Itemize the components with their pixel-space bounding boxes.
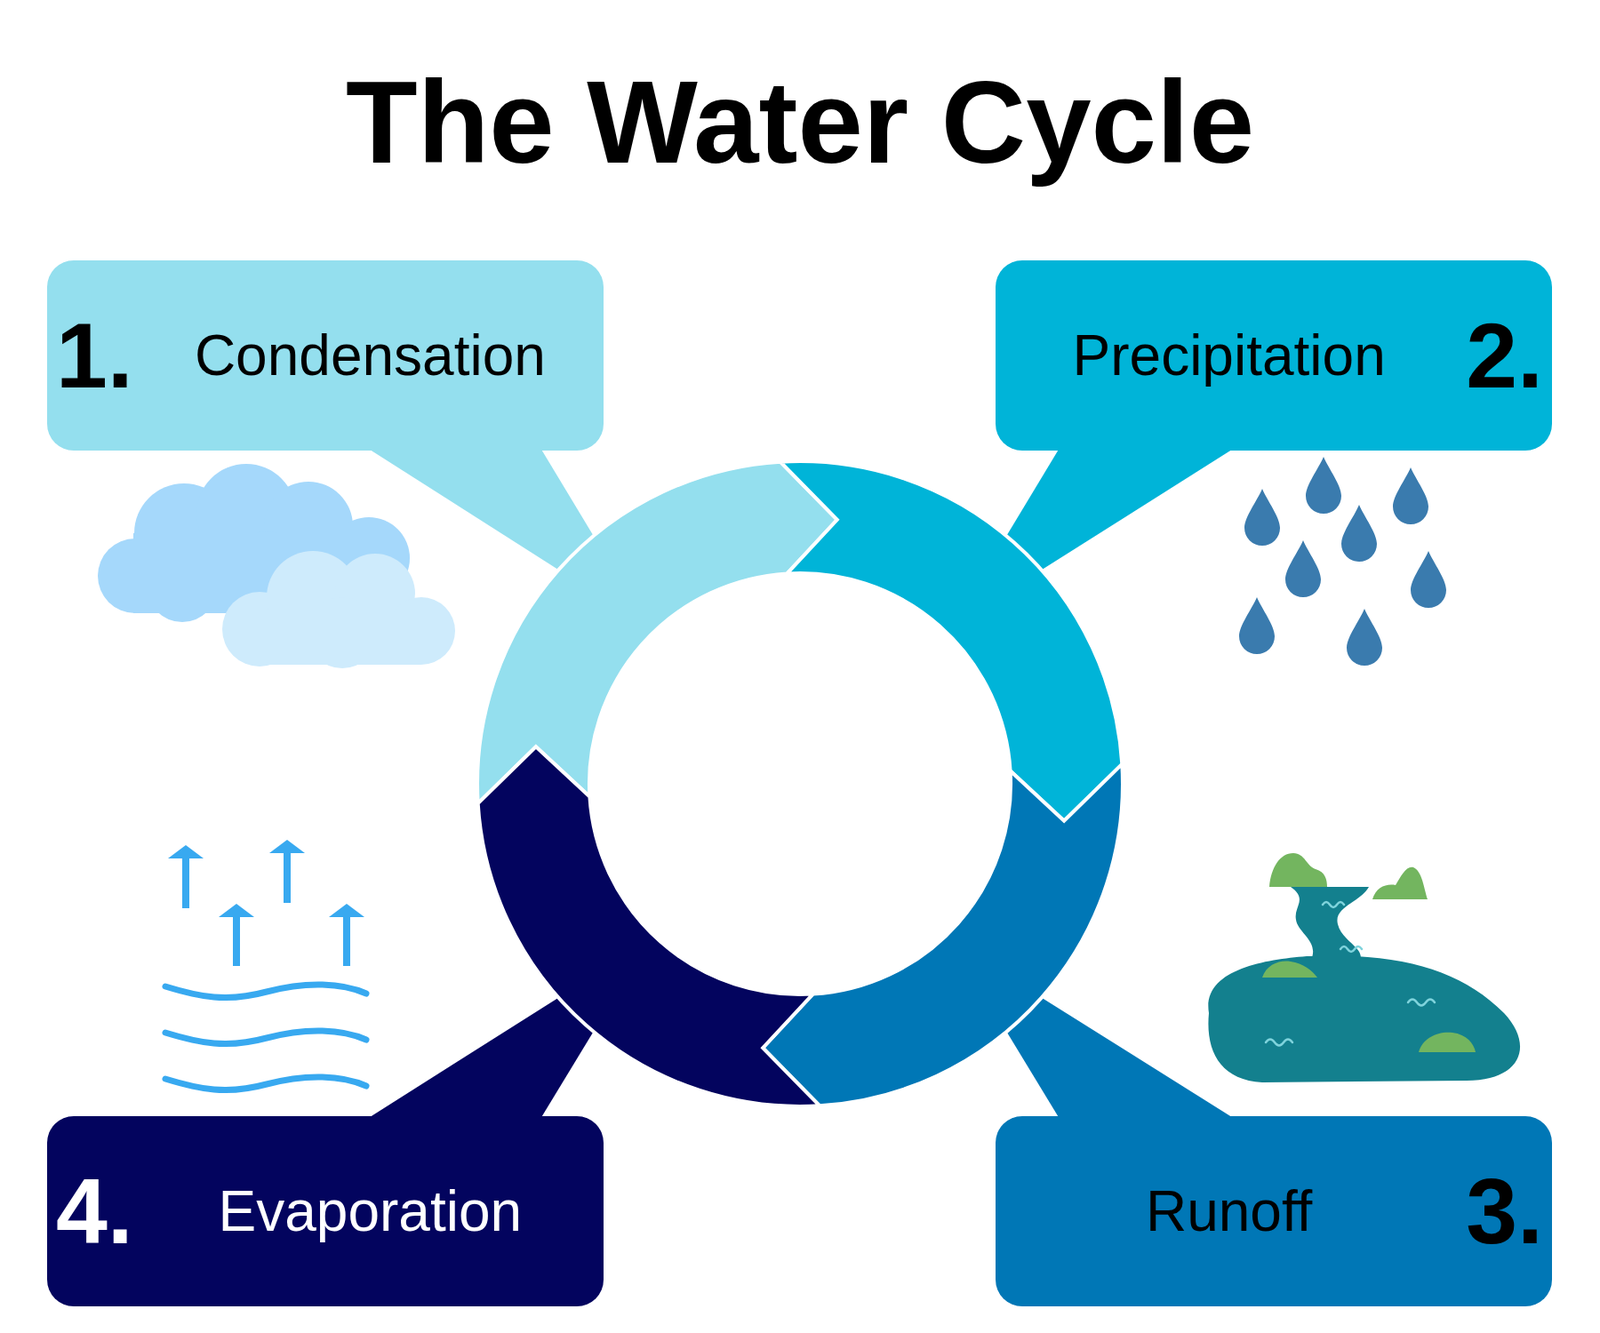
stage-label: Evaporation xyxy=(145,1177,595,1247)
stage-label: Runoff xyxy=(1004,1177,1454,1247)
diagram-title: The Water Cycle xyxy=(345,55,1255,191)
ring-segment xyxy=(762,764,1123,1106)
runoff-icon xyxy=(1208,853,1520,1083)
ring-segment xyxy=(478,746,820,1107)
green-mound xyxy=(1372,867,1428,900)
stage-label: Precipitation xyxy=(1004,321,1454,391)
rising-arrows xyxy=(168,840,365,967)
callout-number: 1. xyxy=(56,309,134,402)
callout-number: 2. xyxy=(1465,309,1544,402)
callout-number: 3. xyxy=(1465,1165,1544,1258)
water-waves xyxy=(165,984,367,1091)
stage-label: Condensation xyxy=(145,321,595,391)
water-ripples xyxy=(1265,902,1435,1047)
ring-segment xyxy=(780,461,1122,822)
evaporation-icon xyxy=(165,840,367,1091)
stage-box: 4.Evaporation xyxy=(47,1116,604,1307)
cycle-ring xyxy=(477,461,1123,1107)
stage-box: Precipitation2. xyxy=(995,260,1552,451)
green-mound xyxy=(1262,961,1318,978)
raindrops-icon xyxy=(1239,456,1447,666)
stage-box: Runoff3. xyxy=(995,1116,1552,1307)
green-mound xyxy=(1418,1032,1476,1053)
stage-box: 1.Condensation xyxy=(47,260,604,451)
cloud-icon xyxy=(222,551,456,669)
callout-number: 4. xyxy=(56,1165,134,1258)
pond-shape xyxy=(1208,956,1520,1083)
green-mound xyxy=(1269,853,1328,888)
river-shape xyxy=(1290,887,1369,962)
